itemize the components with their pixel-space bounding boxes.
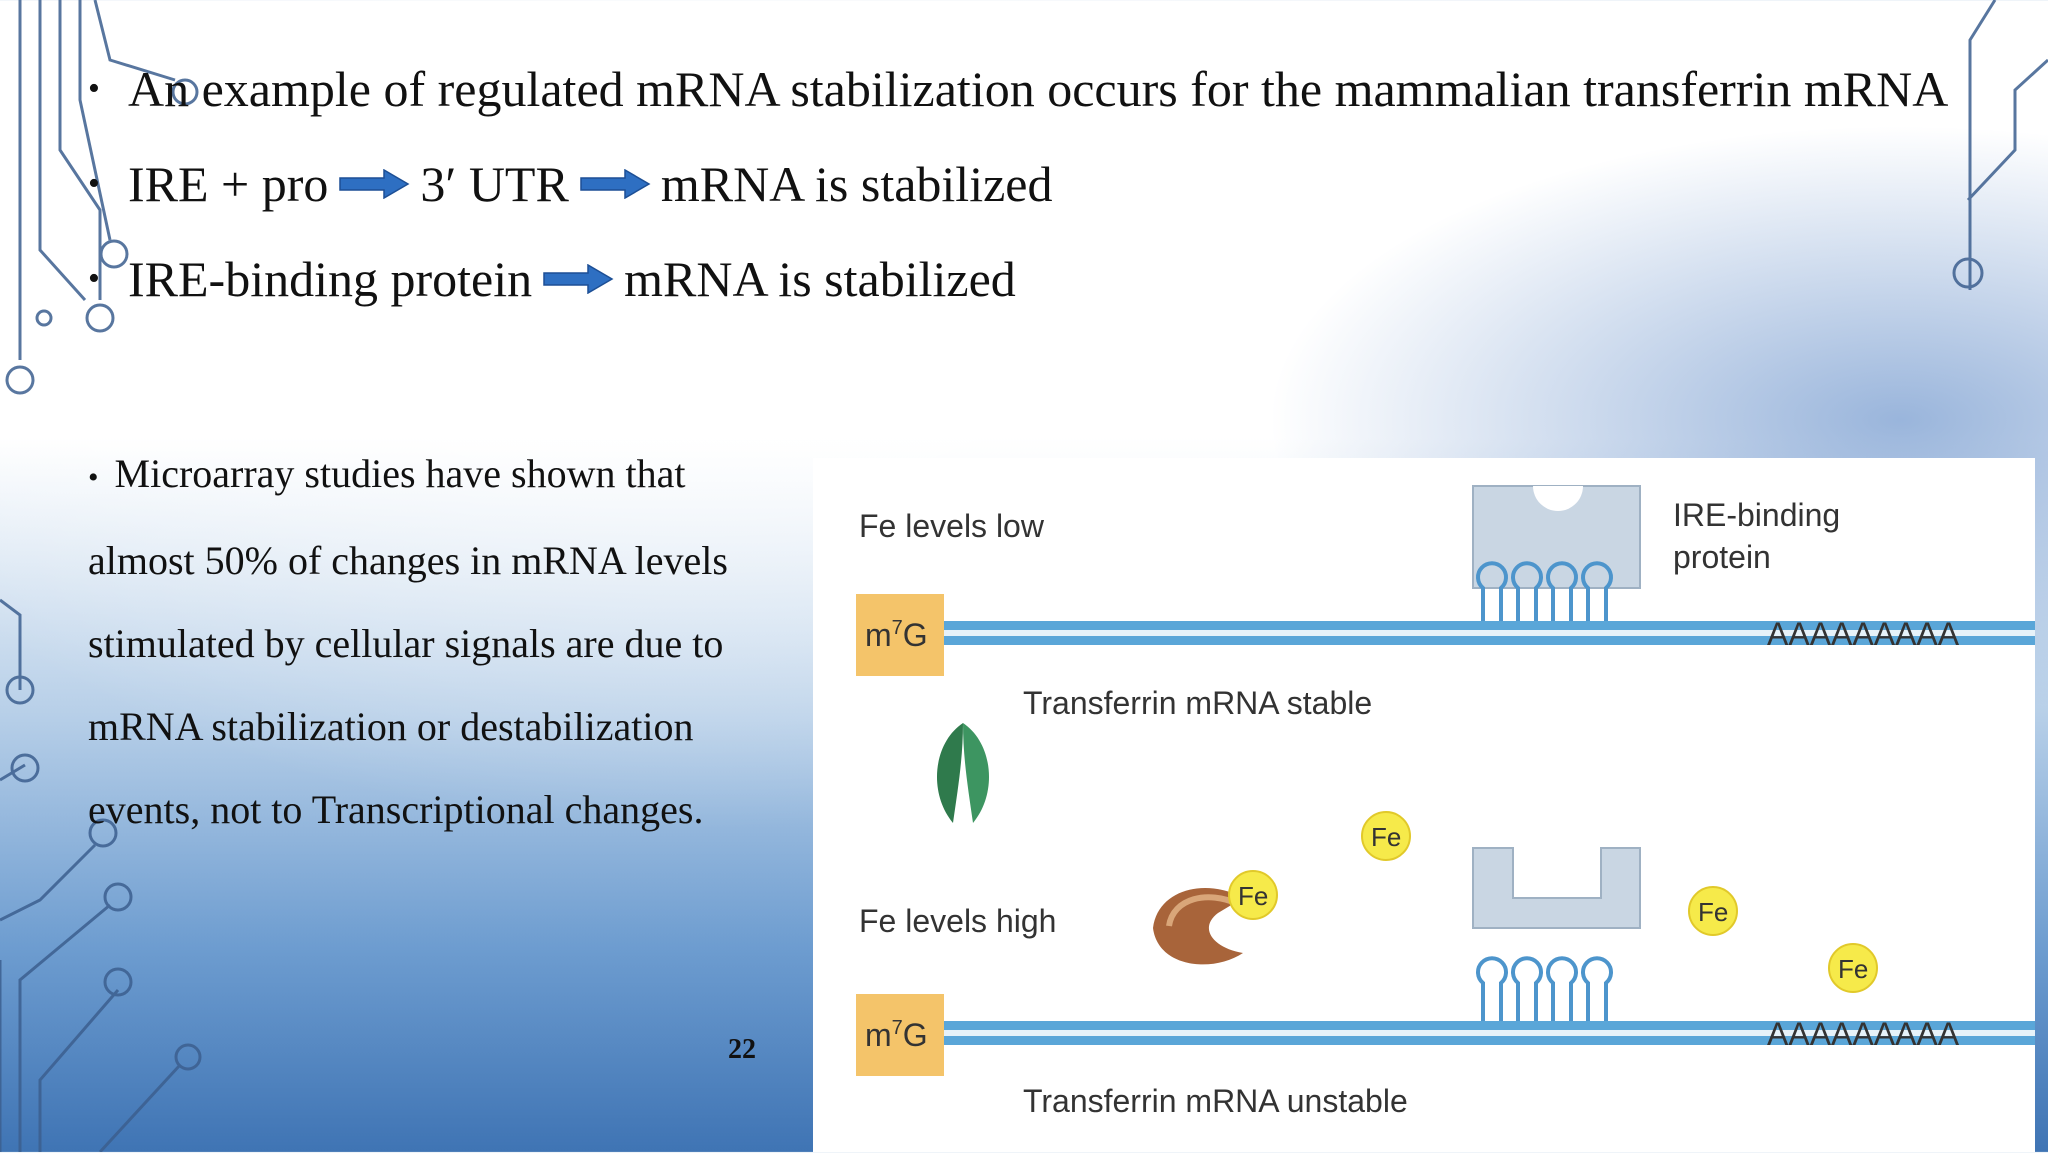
right-arrow-icon: [339, 169, 410, 199]
bullet-dot: •: [88, 165, 100, 202]
svg-text:Fe: Fe: [1238, 881, 1268, 911]
nuclease-green-icon: [936, 723, 990, 823]
ire-protein-released-shape: [1472, 847, 1641, 929]
poly-a-tail-bottom: AAAAAAAAA: [1767, 1016, 1960, 1052]
paragraph-line-2: almost 50% of changes in mRNA levels: [88, 538, 728, 583]
ire-stem-loops-bottom: [1476, 956, 1613, 1023]
fe-levels-high-label: Fe levels high: [859, 903, 1056, 939]
cap-label-top: m7G: [865, 617, 928, 653]
page-number: 22: [728, 1034, 756, 1065]
ire-binding-label-1: IRE-binding: [1673, 497, 1840, 533]
paragraph-line-4: mRNA stabilization or destabilization: [88, 704, 694, 749]
transferrin-mrna-figure: Fe levels low IRE-binding protein m7G AA…: [813, 458, 2048, 1152]
bullet-1: • An example of regulated mRNA stabiliza…: [88, 60, 1948, 118]
svg-text:Fe: Fe: [1698, 897, 1728, 927]
microarray-paragraph: •Microarray studies have shown that almo…: [88, 432, 788, 851]
fe-ion-2: Fe: [1228, 870, 1278, 920]
fe-ion-1: Fe: [1361, 811, 1411, 861]
fe-levels-low-label: Fe levels low: [859, 508, 1045, 544]
bullet-dot: •: [88, 461, 99, 494]
right-arrow-icon: [580, 169, 651, 199]
svg-text:Fe: Fe: [1371, 822, 1401, 852]
poly-a-tail-top: AAAAAAAAA: [1767, 616, 1960, 652]
bullet-dot: •: [88, 70, 100, 107]
fe-ion-4: Fe: [1828, 943, 1878, 993]
unstable-caption: Transferrin mRNA unstable: [1023, 1083, 1408, 1119]
bullet-2: • IRE + pro 3′ UTR mRNA is stabilized: [88, 155, 1052, 213]
bullet-2-part2: 3′ UTR: [420, 156, 569, 212]
bullet-2-part3: mRNA is stabilized: [660, 156, 1053, 212]
m7g-cap-bottom: [856, 994, 944, 1076]
figure-svg: Fe levels low IRE-binding protein m7G AA…: [856, 485, 2048, 1119]
paragraph-line-1: •Microarray studies have shown that: [88, 451, 686, 496]
paragraph-line-5: events, not to Transcriptional changes.: [88, 787, 704, 832]
right-arrow-icon: [543, 264, 614, 294]
svg-text:Fe: Fe: [1838, 954, 1868, 984]
bullet-3-part2: mRNA is stabilized: [624, 251, 1016, 307]
fe-ion-3: Fe: [1688, 886, 1738, 936]
bullet-2-part1: IRE + pro: [128, 156, 329, 212]
cap-label-bottom: m7G: [865, 1017, 928, 1053]
bullet-1-text: An example of regulated mRNA stabilizati…: [128, 61, 1949, 117]
bullet-dot: •: [88, 260, 100, 297]
ire-binding-label-2: protein: [1673, 539, 1771, 575]
paragraph-line-3: stimulated by cellular signals are due t…: [88, 621, 724, 666]
m7g-cap-top: [856, 594, 944, 676]
stable-caption: Transferrin mRNA stable: [1023, 685, 1372, 721]
bullet-3: • IRE-binding protein mRNA is stabilized: [88, 250, 1016, 308]
bullet-3-part1: IRE-binding protein: [128, 251, 533, 307]
ire-protein-notch: [1533, 486, 1583, 511]
ire-stem-loops-top: [1476, 561, 1613, 626]
